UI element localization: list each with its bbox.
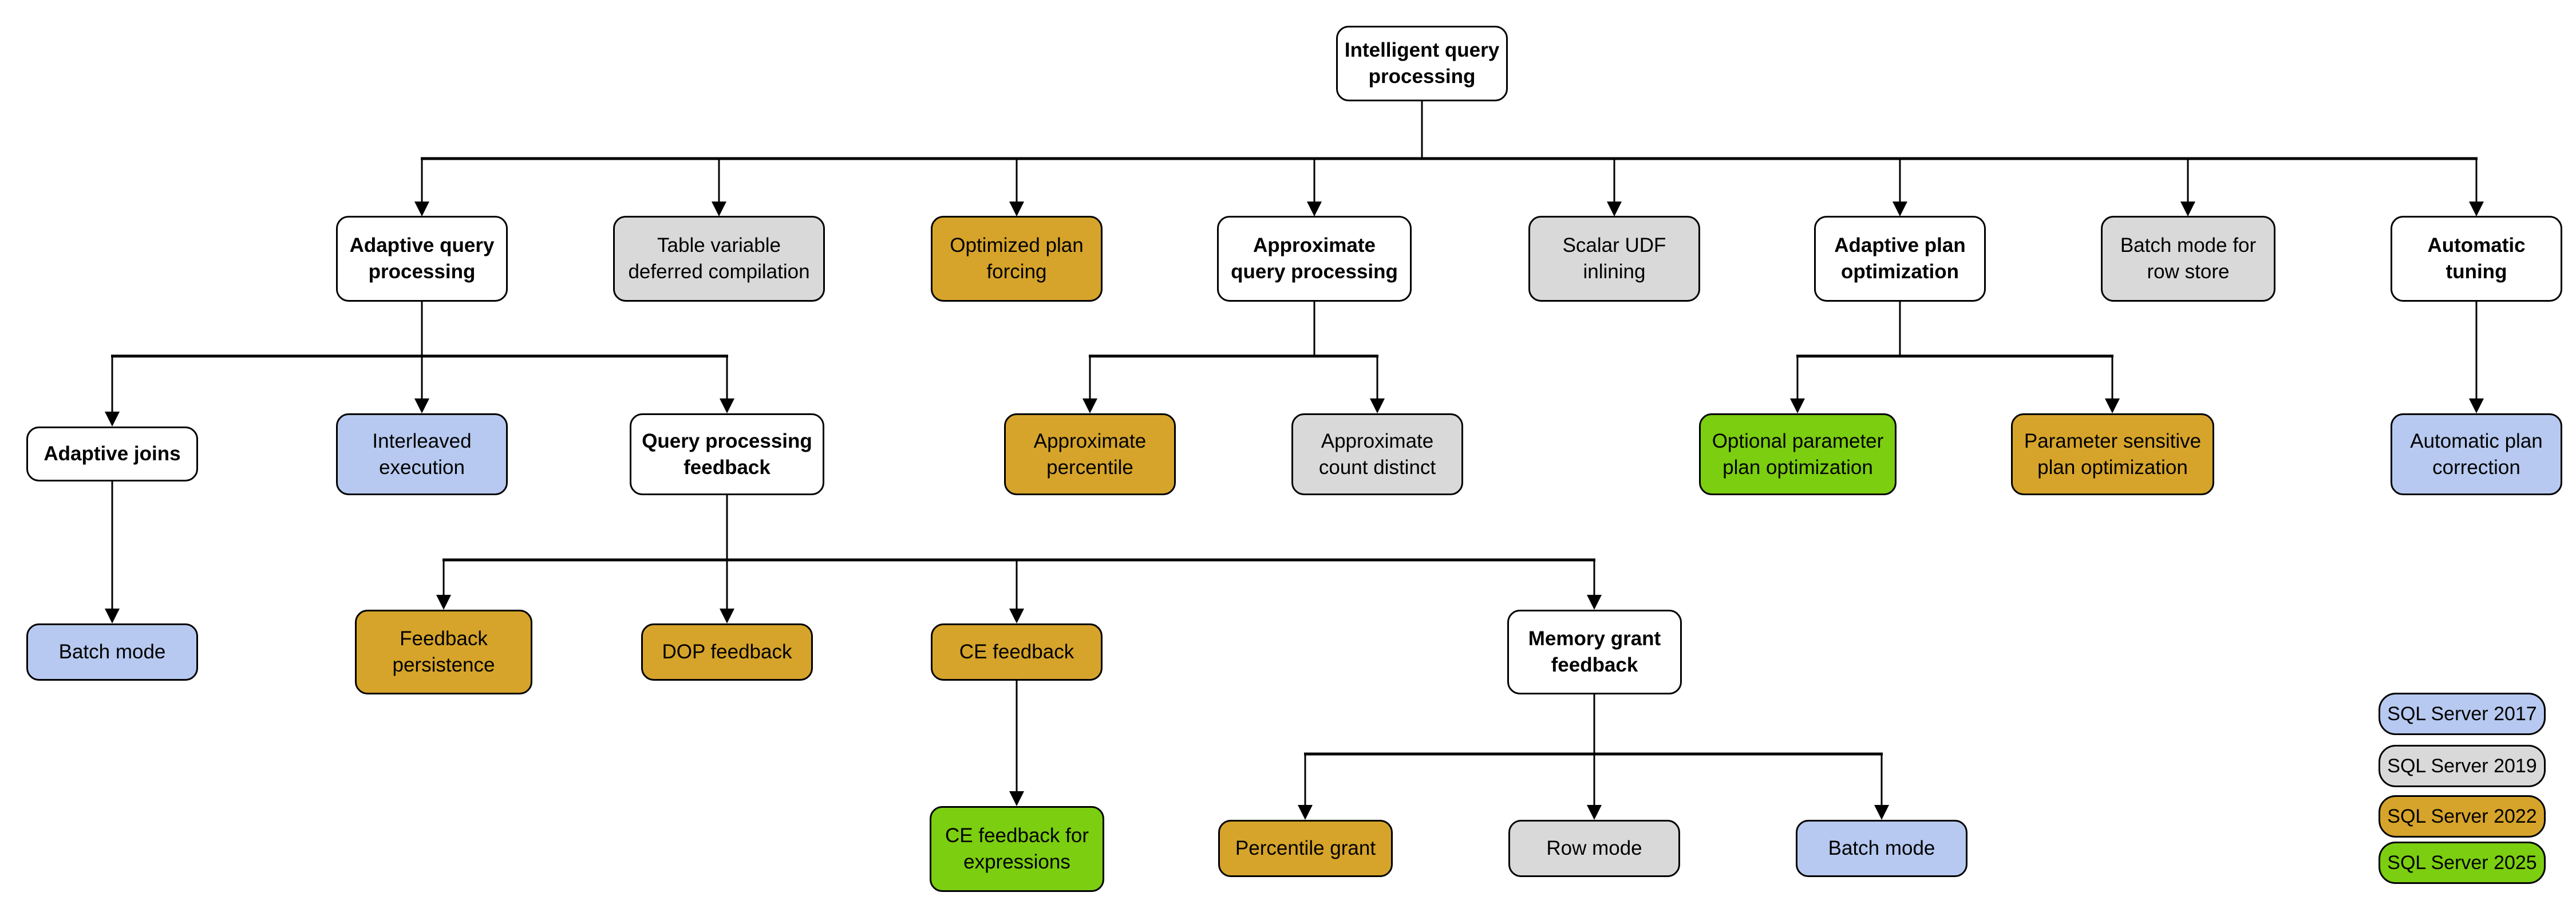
node-automatic-tuning: Automatic tuning — [2391, 216, 2562, 302]
legend-item-sql-server-2019: SQL Server 2019 — [2379, 745, 2546, 787]
node-parameter-sensitive-plan-optimization: Parameter sensitive plan optimization — [2011, 413, 2214, 495]
legend-item-sql-server-2025: SQL Server 2025 — [2379, 842, 2546, 884]
legend-item-sql-server-2022: SQL Server 2022 — [2379, 795, 2546, 838]
node-batch-mode-adaptive-joins: Batch mode — [26, 623, 198, 681]
node-scalar-udf-inlining: Scalar UDF inlining — [1528, 216, 1700, 302]
node-feedback-persistence: Feedback persistence — [355, 610, 532, 694]
node-ce-feedback-for-expressions: CE feedback for expressions — [930, 806, 1104, 892]
node-memory-grant-feedback: Memory grant feedback — [1507, 610, 1682, 694]
node-adaptive-query-processing: Adaptive query processing — [336, 216, 508, 302]
node-adaptive-joins: Adaptive joins — [26, 427, 198, 481]
node-ce-feedback: CE feedback — [931, 623, 1103, 681]
node-approximate-query-processing: Approximate query processing — [1217, 216, 1412, 302]
node-intelligent-query-processing: Intelligent query processing — [1336, 26, 1508, 101]
node-interleaved-execution: Interleaved execution — [336, 413, 508, 495]
node-approximate-count-distinct: Approximate count distinct — [1291, 413, 1463, 495]
node-optional-parameter-plan-optimization: Optional parameter plan optimization — [1699, 413, 1897, 495]
node-row-mode: Row mode — [1508, 820, 1680, 877]
node-percentile-grant: Percentile grant — [1218, 820, 1393, 877]
node-dop-feedback: DOP feedback — [641, 623, 813, 681]
legend-item-sql-server-2017: SQL Server 2017 — [2379, 693, 2546, 735]
node-table-variable-deferred-compilation: Table variable deferred compilation — [613, 216, 825, 302]
node-adaptive-plan-optimization: Adaptive plan optimization — [1814, 216, 1986, 302]
node-automatic-plan-correction: Automatic plan correction — [2391, 413, 2562, 495]
node-optimized-plan-forcing: Optimized plan forcing — [931, 216, 1103, 302]
node-query-processing-feedback: Query processing feedback — [630, 413, 824, 495]
node-batch-mode-for-row-store: Batch mode for row store — [2101, 216, 2275, 302]
node-batch-mode-memory-grant: Batch mode — [1796, 820, 1967, 877]
node-approximate-percentile: Approximate percentile — [1004, 413, 1176, 495]
